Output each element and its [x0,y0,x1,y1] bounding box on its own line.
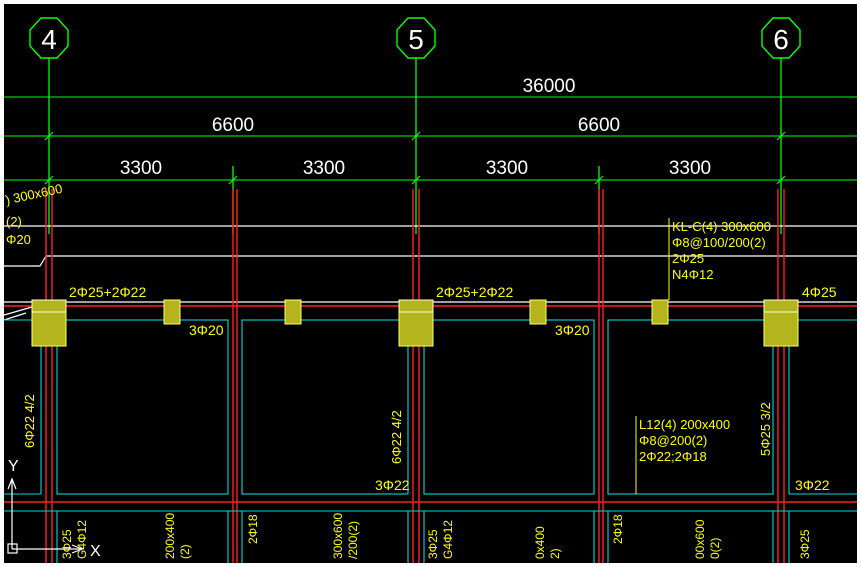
axis-bubble-6[interactable]: 6 [761,17,801,59]
bottom-label-3: 200x400 [163,513,177,559]
structural-plan-drawing[interactable]: 4 5 6 36000 6600 6600 3300 3300 3300 330… [4,4,857,563]
bottom-label-10: 0x400 [533,526,547,559]
top-bar-2: 2Φ25+2Φ22 [436,284,513,300]
beam-outline-white [4,225,857,321]
bottom-bar-2: 3Φ20 [555,322,590,338]
bottom-label-15: 3Φ25 [798,529,812,559]
bottom-label-7: /200(2) [346,521,360,559]
dimension-subspan-1: 3300 [120,158,162,179]
vertical-bar-3: 5Φ25 3/2 [758,402,773,456]
bottom-label-12: 2Φ18 [611,514,625,544]
bottom-label-1: 3Φ25 [60,529,74,559]
bottom-label-14: 0(2) [708,538,722,559]
axis-label-5: 5 [408,24,424,55]
bottom-label-4: (2) [178,544,192,559]
bottom-label-2: G4Φ12 [75,520,89,559]
vertical-bar-1: 6Φ22 4/2 [22,394,37,448]
columns [31,299,799,347]
column-small-4 [651,299,669,325]
top-bar-3: 4Φ25 [802,284,837,300]
column-axis-4 [31,299,67,347]
bar-3-22-b: 3Φ22 [795,477,830,493]
column-small-3 [529,299,547,325]
axis-bubble-5[interactable]: 5 [396,17,436,59]
kl-c-line-4: N4Φ12 [672,267,713,282]
dimension-subspan-2: 3300 [303,158,345,179]
axis-label-6: 6 [773,24,789,55]
left-fragment-line-2: (2) [6,214,22,229]
column-axis-5 [398,299,434,347]
bottom-label-13: 00x600 [693,519,707,559]
axis-bubble-4[interactable]: 4 [29,17,69,59]
top-bar-1: 2Φ25+2Φ22 [69,284,146,300]
left-fragment-line-3: Φ20 [6,232,31,247]
kl-c-line-1: KL-C(4) 300x600 [672,219,771,234]
dimension-lines [4,96,857,185]
bottom-label-8: 3Φ25 [426,529,440,559]
dimension-subspan-4: 3300 [669,158,711,179]
l12-line-1: L12(4) 200x400 [639,417,730,432]
bottom-label-6: 300x600 [331,513,345,559]
ucs-x-label: X [90,543,101,560]
ucs-y-label: Y [8,458,19,475]
l12-line-3: 2Φ22;2Φ18 [639,449,707,464]
dimension-span-2: 6600 [578,115,620,136]
bottom-label-5: 2Φ18 [246,514,260,544]
l12-line-2: Φ8@200(2) [639,433,707,448]
column-small-1 [163,299,181,325]
bottom-label-11: 2) [548,548,562,559]
beam-lines-red [4,189,857,563]
annotations: ) 300x600 (2) Φ20 KL-C(4) 300x600 Φ8@100… [4,181,837,559]
dimension-total: 36000 [523,76,576,97]
cad-drawing-canvas[interactable]: 4 5 6 36000 6600 6600 3300 3300 3300 330… [4,4,857,563]
dimension-subspan-3: 3300 [486,158,528,179]
vertical-bar-2: 6Φ22 4/2 [389,410,404,464]
bar-3-22-a: 3Φ22 [375,477,410,493]
left-fragment-line-1: ) 300x600 [4,181,64,208]
slab-outlines-cyan [4,319,857,563]
grid-axis-lines [48,58,782,234]
column-small-2 [284,299,302,325]
kl-c-line-3: 2Φ25 [672,251,704,266]
kl-c-line-2: Φ8@100/200(2) [672,235,766,250]
dimension-span-1: 6600 [212,115,254,136]
bottom-label-9: G4Φ12 [441,520,455,559]
column-axis-6 [763,299,799,347]
axis-label-4: 4 [41,24,57,55]
bottom-bar-1: 3Φ20 [189,322,224,338]
ucs-icon [7,477,84,554]
